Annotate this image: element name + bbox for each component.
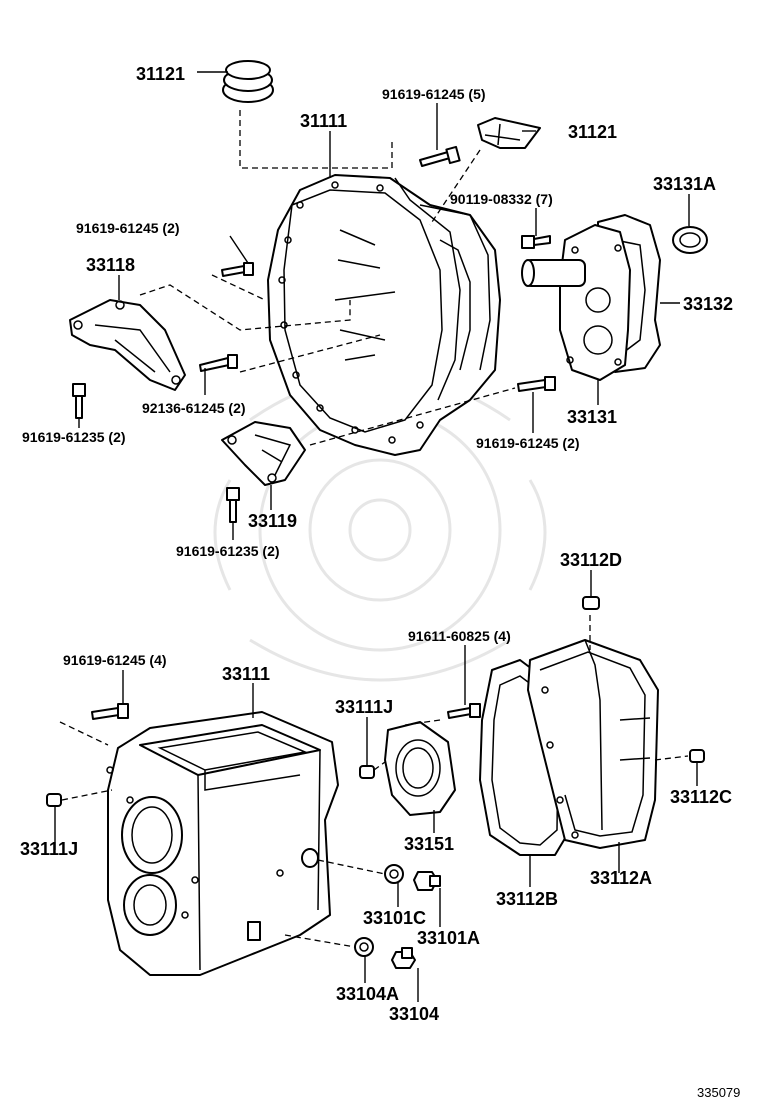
assembly-lines-bottom xyxy=(59,615,689,948)
label-31111-top: 31111 xyxy=(300,111,347,131)
bolt-91619-61235-bracket xyxy=(72,383,86,419)
label-33111J-left: 33111J xyxy=(20,839,78,859)
transmission-case-33111 xyxy=(106,711,339,976)
bolt-91611-60825 xyxy=(447,703,481,719)
label-33112D: 33112D xyxy=(560,550,622,570)
label-91619-61245-4: 91619-61245 (4) xyxy=(63,652,167,668)
bolt-91619-61245-top xyxy=(419,145,461,167)
label-31111-bottom: 33111 xyxy=(222,664,270,684)
assembly-lines-top xyxy=(139,110,516,446)
bearing-retainer-33151 xyxy=(384,721,456,816)
label-33119: 33119 xyxy=(248,511,297,531)
label-31121-left: 31121 xyxy=(136,64,185,84)
label-31121-right: 31121 xyxy=(568,122,617,142)
leader-lines xyxy=(54,71,698,1002)
bolt-90119-08332 xyxy=(521,235,551,249)
plug-33101A xyxy=(413,871,441,891)
label-33104: 33104 xyxy=(389,1004,439,1024)
oil-seal-33131A xyxy=(672,226,708,254)
label-91619-61245-2-right: 91619-61245 (2) xyxy=(476,435,580,451)
label-33118: 33118 xyxy=(86,255,135,275)
pin-33112D xyxy=(582,596,600,610)
bolt-91619-61245-case xyxy=(91,703,129,720)
label-33112A: 33112A xyxy=(590,868,652,888)
label-91619-61235-2-lower: 91619-61235 (2) xyxy=(176,543,280,559)
label-90119-08332-7: 90119-08332 (7) xyxy=(450,191,553,207)
label-92136-61245-2: 92136-61245 (2) xyxy=(142,400,246,416)
pin-33111J-left xyxy=(46,793,62,807)
label-33101C: 33101C xyxy=(363,908,426,928)
label-91611-60825-4: 91611-60825 (4) xyxy=(408,628,511,644)
bolt-91619-61245-left xyxy=(221,262,254,277)
plug-33104 xyxy=(391,947,416,969)
label-91619-61245-2-left: 91619-61245 (2) xyxy=(76,220,180,236)
boot-31121-right xyxy=(477,117,541,149)
bolt-91619-61245-right xyxy=(517,376,556,392)
label-33111J-center: 33111J xyxy=(335,697,393,717)
transfer-case-33112A xyxy=(527,639,659,849)
label-33112C: 33112C xyxy=(670,787,732,807)
part-labels: 31121 91619-61245 (5) 31111 31121 33131A… xyxy=(20,64,740,1100)
boot-31121-left xyxy=(222,60,274,103)
label-91619-61235-2-left: 91619-61235 (2) xyxy=(22,429,126,445)
bolt-91619-61235-lower xyxy=(226,487,240,523)
label-33132: 33132 xyxy=(683,294,733,314)
label-33112B: 33112B xyxy=(496,889,558,909)
label-33131: 33131 xyxy=(567,407,617,427)
label-33131A: 33131A xyxy=(653,174,716,194)
label-33104A: 33104A xyxy=(336,984,399,1004)
pin-33111J-center xyxy=(359,765,375,779)
label-91619-61245-5: 91619-61245 (5) xyxy=(382,86,486,102)
extension-housing-33131 xyxy=(521,224,631,381)
label-33101A: 33101A xyxy=(417,928,480,948)
catalog-number: 335079 xyxy=(697,1085,740,1100)
pin-33112C xyxy=(689,749,705,763)
bracket-33118 xyxy=(69,299,186,391)
bracket-33119 xyxy=(221,421,306,486)
gasket-33101C xyxy=(384,864,404,884)
gasket-33104A xyxy=(354,937,374,957)
clutch-housing-31111 xyxy=(267,174,501,456)
label-33151: 33151 xyxy=(404,834,454,854)
bolt-92136-61245 xyxy=(199,354,238,372)
